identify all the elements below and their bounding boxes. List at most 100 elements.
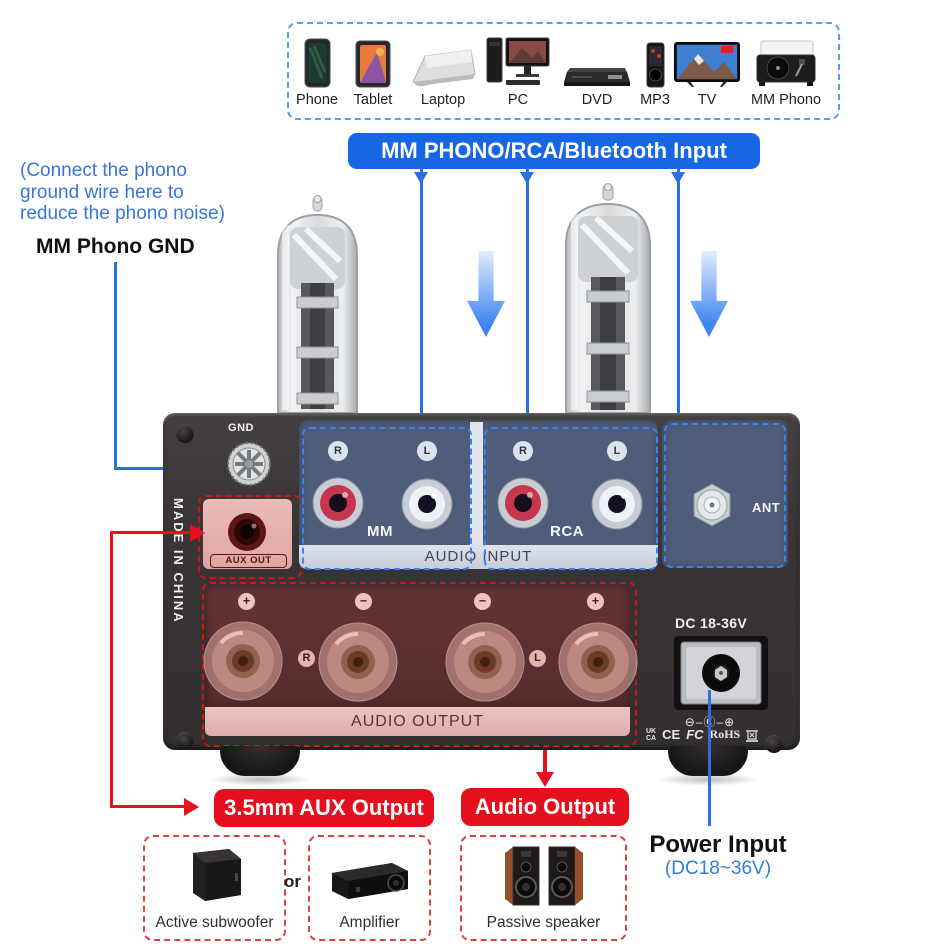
mm-right-badge: R	[328, 441, 348, 461]
tablet-icon	[346, 32, 400, 88]
aux-pointer-line	[110, 531, 194, 534]
vacuum-tube-left	[277, 195, 358, 414]
arrow-down-icon	[536, 772, 554, 787]
source-label: PC	[507, 92, 529, 108]
turntable-icon	[744, 32, 828, 88]
mm-right-rca-jack	[312, 477, 364, 529]
source-label: Laptop	[420, 92, 466, 108]
aux-pointer-line	[110, 805, 188, 808]
source-mp3: MP3	[633, 32, 677, 112]
source-laptop: Laptop	[408, 32, 478, 112]
laptop-icon	[408, 32, 478, 88]
big-arrow-down-icon	[690, 251, 728, 337]
subwoofer-box: Active subwoofer	[143, 835, 286, 941]
phone-icon	[290, 32, 344, 88]
foot-shadow	[208, 773, 312, 786]
connector-line-rca	[526, 168, 529, 428]
aux-out-section: AUX OUT	[203, 499, 292, 569]
ant-label: ANT	[752, 500, 781, 515]
speakers-icon	[462, 845, 625, 907]
source-label: DVD	[581, 92, 613, 108]
power-input-title: Power Input	[649, 831, 787, 858]
arrow-down-icon	[671, 172, 685, 184]
mm-phono-gnd-label: MM Phono GND	[36, 235, 195, 258]
source-label: MM Phono	[750, 92, 822, 108]
mm-left-badge: L	[417, 441, 437, 461]
aux-out-label: AUX OUT	[210, 554, 287, 568]
source-tablet: Tablet	[346, 32, 400, 112]
arrow-down-icon	[414, 172, 428, 184]
ant-highlight-box	[664, 423, 786, 568]
device-foot	[220, 746, 300, 776]
speaker-binding-post	[445, 622, 525, 702]
pc-icon	[483, 32, 553, 88]
arrow-right-icon	[190, 524, 205, 542]
audio-output-callout: Audio Output	[461, 788, 629, 826]
weee-bin-icon	[746, 730, 759, 742]
rca-right-rca-jack	[497, 477, 549, 529]
output-right-badge: R	[298, 650, 315, 667]
rohs-mark: RoHS	[709, 727, 741, 741]
destination-label: Passive speaker	[486, 914, 601, 931]
ukca-mark: UK CA	[646, 728, 657, 742]
connector-line-ant	[677, 168, 680, 423]
amplifier-rear-panel: GND MADE IN CHINA AUX OUT AUDIO INPUT	[163, 413, 800, 753]
amplifier-box: Amplifier	[308, 835, 431, 941]
audio-input-section: AUDIO INPUT R L R L MM RCA	[299, 420, 658, 570]
aux-pointer-line	[110, 531, 113, 808]
input-sources-box	[287, 22, 840, 120]
connector-line-mm	[420, 168, 423, 428]
gnd-pointer-line	[114, 262, 117, 470]
chassis-screw-icon	[176, 732, 194, 750]
chassis-screw-icon	[765, 735, 783, 753]
power-input-voltage: (DC18~36V)	[664, 858, 772, 879]
rca-right-badge: R	[513, 441, 533, 461]
output-left-badge: L	[529, 650, 546, 667]
tv-icon	[672, 32, 742, 88]
source-tv: TV	[672, 32, 742, 112]
input-banner: MM PHONO/RCA/Bluetooth Input	[348, 133, 760, 169]
terminal-plus-badge: +	[587, 593, 604, 610]
rca-left-rca-jack	[591, 478, 643, 530]
speaker-binding-post	[318, 622, 398, 702]
mm-label: MM	[367, 523, 393, 540]
rca-label: RCA	[550, 523, 584, 540]
speaker-binding-post	[558, 622, 638, 702]
dc-power-jack	[674, 636, 768, 710]
gnd-label: GND	[228, 422, 254, 434]
ant-section: ANT	[662, 420, 788, 568]
note-line: ground wire here to	[20, 181, 184, 203]
terminal-plus-badge: +	[238, 593, 255, 610]
mm-left-rca-jack	[401, 478, 453, 530]
speaker-binding-post	[203, 621, 283, 701]
source-label: Tablet	[353, 92, 393, 108]
subwoofer-icon	[145, 845, 284, 903]
note-line: (Connect the phono	[20, 160, 187, 181]
audio-output-strip: AUDIO OUTPUT	[205, 707, 630, 736]
power-pointer-line	[708, 690, 711, 826]
arrow-right-icon	[184, 798, 199, 816]
source-dvd: DVD	[562, 32, 632, 112]
ant-connector	[693, 483, 731, 527]
made-in-china-label: MADE IN CHINA	[171, 498, 186, 624]
terminal-minus-badge: −	[474, 593, 491, 610]
source-turntable: MM Phono	[744, 32, 828, 112]
source-label: MP3	[640, 92, 670, 108]
source-label: Phone	[296, 92, 338, 108]
chassis-screw-icon	[176, 425, 194, 443]
gnd-screw-terminal	[227, 442, 271, 486]
vacuum-tube-right	[565, 183, 651, 414]
audio-output-pointer-line	[543, 750, 547, 773]
arrow-down-icon	[520, 172, 534, 184]
source-pc: PC	[483, 32, 553, 112]
destination-label: Amplifier	[339, 914, 400, 931]
dvd-icon	[562, 32, 632, 88]
aux-out-jack	[228, 513, 266, 551]
rca-input-highlight-box	[484, 427, 658, 570]
source-phone: Phone	[290, 32, 344, 112]
passive-speaker-box: Passive speaker	[460, 835, 627, 941]
rca-left-badge: L	[607, 441, 627, 461]
aux-output-callout: 3.5mm AUX Output	[214, 789, 434, 827]
source-label: TV	[697, 92, 717, 108]
